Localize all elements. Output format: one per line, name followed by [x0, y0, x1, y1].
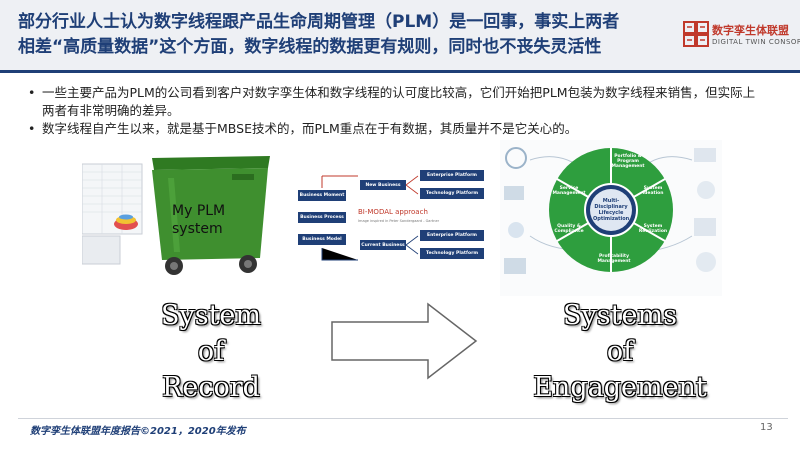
label-line: Engagement	[533, 372, 707, 403]
label-line: of	[606, 336, 634, 367]
slide-title: 部分行业人士认为数字线程跟产品生命周期管理（PLM）是一回事，事实上两者 相差“…	[18, 10, 668, 60]
diagram-right-box: Technology Platform	[425, 251, 479, 256]
label-line: of	[197, 336, 225, 367]
diagram-right-box: Technology Platform	[425, 191, 479, 196]
wheel-segment: Portfolio & Program Management	[611, 154, 645, 169]
diagram-right-box: Enterprise Platform	[427, 173, 477, 178]
lifecycle-wheel-image: Multi-Disciplinary Lifecycle Optimizatio…	[500, 140, 722, 296]
wheel-segment: Service Management	[552, 186, 586, 196]
wheel-segment: Quality & Compliance	[554, 224, 584, 234]
systems-of-engagement-label: Systems of Engagement	[520, 298, 720, 406]
bimodal-connectors	[298, 170, 484, 261]
wheel-segment: System Ideation	[642, 186, 664, 196]
title-line-2: 相差“高质量数据”这个方面，数字线程的数据更有规则，同时也不丧失灵活性	[18, 37, 602, 57]
diagram-center-subtitle: Image inspired in Peter Sondergaard - Ga…	[358, 219, 440, 223]
diagram-bottom-tag: Current Business	[361, 243, 405, 248]
title-line-1: 部分行业人士认为数字线程跟产品生命周期管理（PLM）是一回事，事实上两者	[18, 12, 620, 32]
header-divider	[0, 70, 800, 73]
label-line: Record	[162, 372, 260, 403]
wheel-center-text: Multi-Disciplinary Lifecycle Optimizatio…	[593, 198, 630, 222]
bullet-text: 一些主要产品为PLM的公司看到客户对数字孪生体和数字线程的认可度比较高，它们开始…	[42, 85, 756, 118]
header-background	[0, 0, 800, 70]
diagram-center-title: BI-MODAL approach	[358, 208, 428, 216]
system-of-record-label: System of Record	[126, 298, 296, 406]
diagram-right-box: Enterprise Platform	[427, 233, 477, 238]
bullet-text: 数字线程自产生以来，就是基于MBSE技术的，而PLM重点在于有数据，其质量并不是…	[42, 121, 578, 136]
diagram-left-box: Business Process	[300, 215, 344, 220]
bullet-dot: •	[28, 85, 36, 100]
footer-text: 数字孪生体联盟年度报告©2021，2020年发布	[30, 426, 246, 437]
right-arrow-icon	[331, 302, 478, 380]
wheel-segment: Profitability Management	[597, 254, 631, 264]
wheel-graphic	[500, 140, 722, 296]
logo-name: 数字孪生体联盟	[712, 24, 789, 37]
bullet-item: • 一些主要产品为PLM的公司看到客户对数字孪生体和数字线程的认可度比较高，它们…	[28, 84, 762, 120]
diagram-top-tag: New Business	[365, 183, 401, 188]
logo-subtitle: DIGITAL TWIN CONSORTIUM	[712, 38, 800, 46]
bin-label: My PLM system	[172, 203, 226, 237]
wheel-segment: System Realization	[638, 224, 668, 234]
label-line: Systems	[563, 300, 677, 331]
label-line: System	[160, 300, 262, 331]
page-number: 13	[760, 422, 773, 433]
diagram-left-box: Business Model	[302, 237, 342, 242]
diagram-left-box: Business Moment	[299, 193, 345, 198]
bullet-dot: •	[28, 121, 36, 136]
plm-bin-image: My PLM system	[81, 140, 282, 280]
bullet-item: • 数字线程自产生以来，就是基于MBSE技术的，而PLM重点在于有数据，其质量并…	[28, 120, 762, 138]
bin-illustration	[81, 156, 270, 275]
logo-icon	[683, 21, 709, 47]
consortium-logo: 数字孪生体联盟 DIGITAL TWIN CONSORTIUM	[682, 18, 800, 58]
footer-divider	[18, 418, 788, 419]
bimodal-diagram: Business Moment Business Process Busines…	[298, 168, 486, 272]
